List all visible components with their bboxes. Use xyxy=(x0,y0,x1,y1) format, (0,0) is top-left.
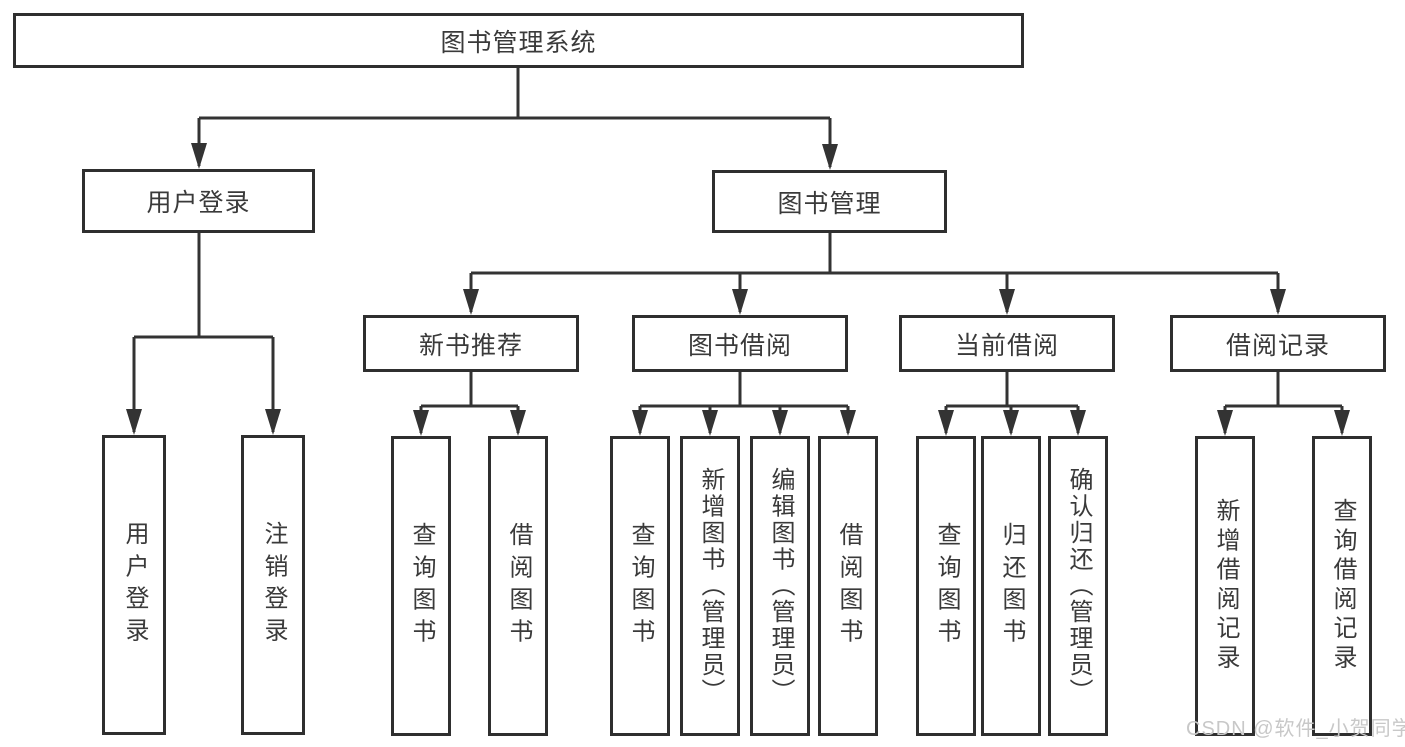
edge-borrowing-records-to-leaves xyxy=(1217,372,1350,436)
node-logout-leaf-label: 注销登录 xyxy=(260,520,287,650)
node-records-add-record: 新增借阅记录 xyxy=(1195,436,1255,736)
node-borrowing-query-books-label: 查询图书 xyxy=(627,521,654,651)
node-records-query-record: 查询借阅记录 xyxy=(1312,436,1372,736)
node-book-management-label: 图书管理 xyxy=(777,189,882,218)
node-user-login: 用户登录 xyxy=(82,169,315,233)
edge-book-borrowing-to-leaves xyxy=(632,372,856,436)
node-current-return-books-label: 归还图书 xyxy=(998,521,1025,651)
node-book-management: 图书管理 xyxy=(712,170,947,233)
node-current-query-books-label: 查询图书 xyxy=(933,521,960,651)
node-book-borrowing-label: 图书借阅 xyxy=(687,331,792,360)
node-borrowing-add-books-label: 新增图书（管理员） xyxy=(697,467,724,705)
watermark: CSDN @软件_小贺同学 xyxy=(1186,718,1405,740)
node-borrowing-add-books: 新增图书（管理员） xyxy=(680,436,740,736)
node-logout-leaf: 注销登录 xyxy=(241,435,305,735)
node-borrowing-records-label: 借阅记录 xyxy=(1225,331,1330,360)
node-current-borrowing: 当前借阅 xyxy=(899,315,1115,372)
node-recommend-query-books: 查询图书 xyxy=(391,436,451,736)
node-new-book-recommend-label: 新书推荐 xyxy=(418,331,523,360)
edge-current-borrowing-to-leaves xyxy=(938,372,1086,436)
edge-root-to-level2 xyxy=(191,68,838,170)
node-user-login-leaf: 用户登录 xyxy=(102,435,166,735)
node-recommend-query-books-label: 查询图书 xyxy=(408,521,435,651)
node-borrowing-borrow-books: 借阅图书 xyxy=(818,436,878,736)
node-book-borrowing: 图书借阅 xyxy=(632,315,848,372)
node-records-query-record-label: 查询借阅记录 xyxy=(1329,498,1356,674)
node-recommend-borrow-books: 借阅图书 xyxy=(488,436,548,736)
node-borrowing-edit-books-label: 编辑图书（管理员） xyxy=(767,467,794,705)
node-borrowing-borrow-books-label: 借阅图书 xyxy=(835,521,862,651)
node-root-label: 图书管理系统 xyxy=(440,28,597,57)
node-recommend-borrow-books-label: 借阅图书 xyxy=(505,521,532,651)
node-borrowing-records: 借阅记录 xyxy=(1170,315,1386,372)
node-new-book-recommend: 新书推荐 xyxy=(363,315,579,372)
node-root: 图书管理系统 xyxy=(13,13,1024,68)
node-user-login-label: 用户登录 xyxy=(146,189,251,217)
node-records-add-record-label: 新增借阅记录 xyxy=(1212,498,1239,674)
node-borrowing-query-books: 查询图书 xyxy=(610,436,670,736)
node-current-confirm-return: 确认归还（管理员） xyxy=(1048,436,1108,736)
edge-book-management-to-level3 xyxy=(463,233,1286,315)
node-user-login-leaf-label: 用户登录 xyxy=(121,520,148,650)
edge-new-book-recommend-to-leaves xyxy=(413,372,526,436)
node-current-borrowing-label: 当前借阅 xyxy=(954,331,1059,360)
edge-user-login-to-leaves xyxy=(126,233,281,435)
node-current-query-books: 查询图书 xyxy=(916,436,976,736)
node-current-return-books: 归还图书 xyxy=(981,436,1041,736)
node-borrowing-edit-books: 编辑图书（管理员） xyxy=(750,436,810,736)
node-current-confirm-return-label: 确认归还（管理员） xyxy=(1065,467,1092,705)
